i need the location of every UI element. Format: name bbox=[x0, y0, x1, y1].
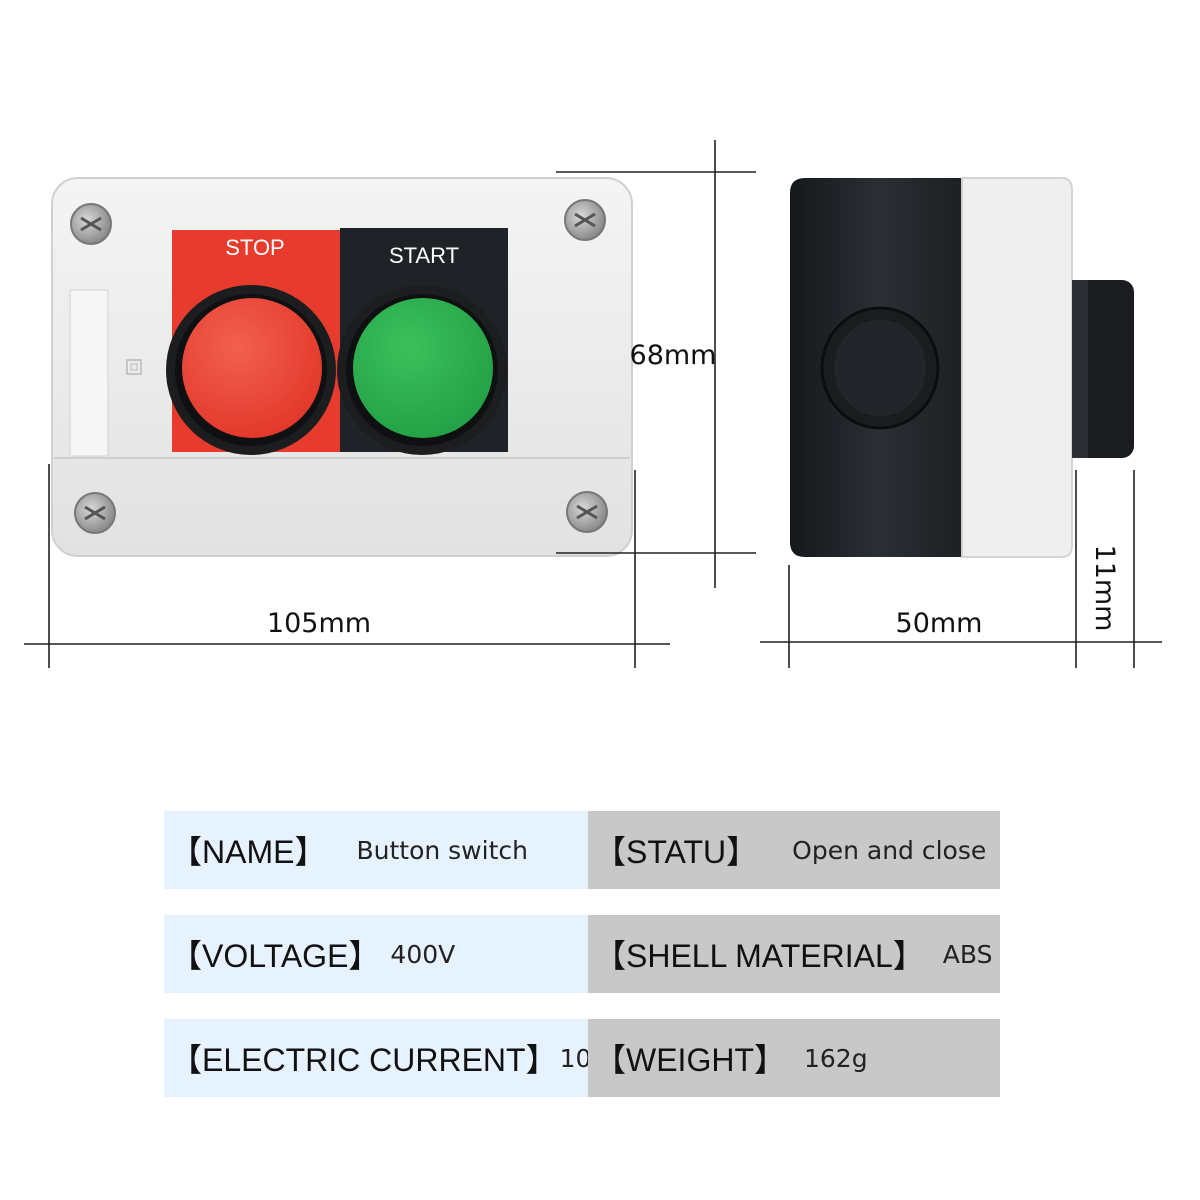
product-drawing: STOP START bbox=[24, 140, 1162, 668]
side-view bbox=[790, 177, 1134, 558]
spec-value: 162g bbox=[804, 1043, 868, 1073]
protrusion-dimension: 11mm bbox=[1089, 545, 1120, 632]
side-light-section bbox=[961, 177, 1073, 558]
spec-value: Button switch bbox=[356, 835, 528, 865]
spec-cell-material: 【SHELL MATERIAL】 ABS bbox=[588, 915, 1000, 993]
spec-key: 【VOLTAGE】 bbox=[170, 938, 381, 974]
spec-key: 【STATU】 bbox=[594, 834, 759, 870]
start-label: START bbox=[389, 243, 459, 268]
spec-key: 【ELECTRIC CURRENT】 bbox=[170, 1042, 558, 1078]
spec-value: Open and close bbox=[792, 835, 987, 865]
front-housing: STOP START bbox=[51, 177, 633, 557]
stop-button bbox=[166, 285, 336, 455]
spec-cell-current: 【ELECTRIC CURRENT】 10A bbox=[164, 1019, 609, 1097]
screw-icon bbox=[74, 492, 116, 534]
spec-cell-weight: 【WEIGHT】 162g bbox=[588, 1019, 1000, 1097]
spec-row: 【NAME】 Button switch 【STATU】 Open and cl… bbox=[164, 811, 1000, 889]
height-dimension: 68mm bbox=[630, 340, 717, 371]
start-button bbox=[337, 285, 507, 455]
screw-icon bbox=[566, 491, 608, 533]
label-slot bbox=[69, 289, 109, 457]
spec-row: 【ELECTRIC CURRENT】 10A 【WEIGHT】 162g bbox=[164, 1019, 1000, 1097]
stop-label: STOP bbox=[225, 235, 285, 260]
spec-cell-status: 【STATU】 Open and close bbox=[588, 811, 1000, 889]
spec-row: 【VOLTAGE】 400V 【SHELL MATERIAL】 ABS bbox=[164, 915, 1000, 993]
mark-square bbox=[126, 359, 142, 375]
screw-icon bbox=[70, 203, 112, 245]
spec-cell-name: 【NAME】 Button switch bbox=[164, 811, 588, 889]
width-dimension: 105mm bbox=[267, 608, 371, 639]
spec-key: 【SHELL MATERIAL】 bbox=[594, 938, 925, 974]
spec-key: 【WEIGHT】 bbox=[594, 1042, 786, 1078]
product-diagram: STOP START bbox=[24, 140, 1162, 668]
spec-key: 【NAME】 bbox=[170, 834, 327, 870]
spec-cell-voltage: 【VOLTAGE】 400V bbox=[164, 915, 588, 993]
screw-icon bbox=[564, 199, 606, 241]
depth-dimension: 50mm bbox=[896, 608, 983, 639]
spec-table: 【NAME】 Button switch 【STATU】 Open and cl… bbox=[164, 811, 1000, 1123]
dimension-lines bbox=[24, 140, 1162, 668]
spec-value: ABS bbox=[942, 939, 993, 969]
spec-value: 400V bbox=[390, 939, 456, 969]
